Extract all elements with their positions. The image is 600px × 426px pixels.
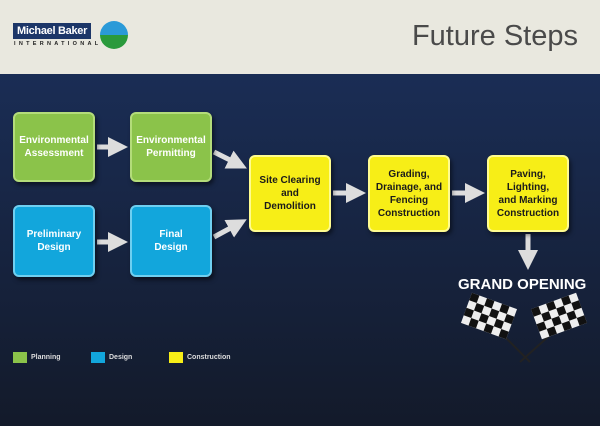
legend-design: Design: [91, 352, 132, 363]
final-design-box: Final Design: [130, 205, 212, 277]
company-logo: Michael Baker: [13, 23, 92, 39]
arrow: [212, 219, 247, 240]
paving-box: Paving, Lighting, and Marking Constructi…: [487, 155, 569, 232]
grand-opening-label: GRAND OPENING: [458, 276, 587, 293]
site-clearing-box: Site Clearing and Demolition: [249, 155, 331, 232]
env-assessment-box: Environmental Assessment: [13, 112, 95, 182]
arrow: [212, 149, 247, 169]
page-title: Future Steps: [411, 20, 578, 52]
legend-planning: Planning: [13, 352, 61, 363]
preliminary-design-box: Preliminary Design: [13, 205, 95, 277]
airplane-logo-icon: [100, 21, 128, 49]
header: Michael Baker INTERNATIONAL Future Steps: [0, 0, 600, 74]
main-area: [0, 74, 600, 426]
checkered-flags-icon: [460, 292, 588, 363]
grading-box: Grading, Drainage, and Fencing Construct…: [368, 155, 450, 232]
env-permitting-box: Environmental Permitting: [130, 112, 212, 182]
legend-construction: Construction: [169, 352, 231, 363]
company-logo-sub: INTERNATIONAL: [14, 41, 102, 47]
